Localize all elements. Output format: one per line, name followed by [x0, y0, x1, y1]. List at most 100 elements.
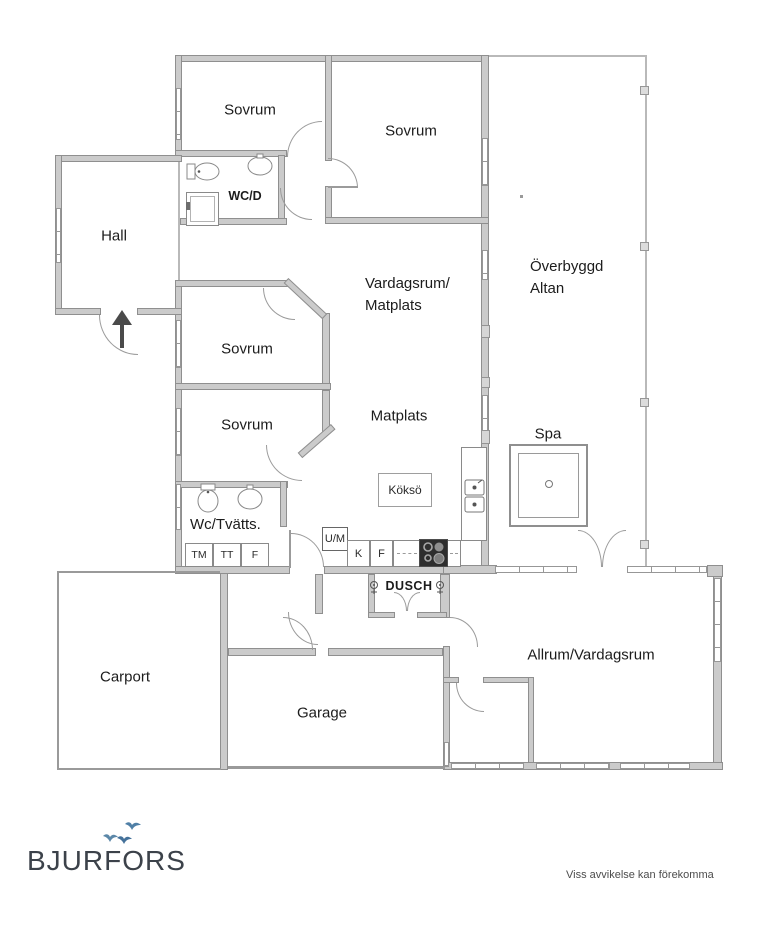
kitchen-freezer-label: F: [378, 547, 385, 560]
room-label-shower: DUSCH: [385, 579, 433, 593]
wall: [324, 566, 445, 574]
counter-segment: [393, 540, 421, 567]
terrace-door-arc: [578, 530, 602, 567]
wall: [55, 155, 182, 162]
carport-outline: [57, 571, 59, 770]
sink-icon: [237, 484, 263, 510]
room-label-bedroom4: Sovrum: [221, 416, 273, 434]
window: [56, 208, 61, 263]
window: [536, 763, 610, 769]
wall: [483, 677, 534, 683]
shower-door-arc: [407, 592, 420, 611]
room-label-family-room: Allrum/Vardagsrum: [527, 646, 655, 664]
wall: [528, 677, 534, 770]
room-label-hall: Hall: [101, 227, 127, 245]
disclaimer-text: Viss avvikelse kan förekomma: [566, 869, 714, 881]
room-label-covered-terrace-line2: Altan: [530, 280, 565, 297]
room-label-living-dining-line1: Vardagsrum/: [365, 275, 450, 292]
terrace-post: [640, 86, 649, 95]
opening-threshold: [178, 162, 180, 280]
window: [451, 763, 524, 769]
brand-logo: BJURFORS: [27, 845, 186, 876]
room-label-spa: Spa: [534, 425, 562, 443]
carport-outline: [57, 768, 221, 770]
shower-head-icon: [436, 581, 444, 594]
door-arc: [328, 158, 358, 188]
wall: [417, 612, 447, 618]
kitchen-freezer-box: F: [370, 540, 393, 567]
terrace-post: [640, 242, 649, 251]
room-label-covered-terrace: Överbyggd Altan: [530, 256, 603, 300]
wall: [55, 308, 101, 315]
room-label-dining: Matplats: [370, 407, 428, 425]
counter-segment: [447, 540, 461, 567]
window: [495, 566, 577, 573]
spa-tub: [509, 444, 588, 527]
window: [482, 395, 488, 433]
room-label-covered-terrace-line1: Överbyggd: [530, 258, 604, 275]
plan-mark: [520, 195, 523, 198]
wall: [175, 481, 288, 488]
shower-head-icon: [370, 581, 378, 594]
room-label-bedroom2: Sovrum: [385, 122, 437, 140]
laundry-freezer-label: F: [251, 549, 259, 561]
wall: [368, 612, 395, 618]
room-label-garage: Garage: [296, 704, 348, 722]
terrace-outline: [489, 55, 647, 57]
garage-outline: [228, 766, 445, 769]
dishwasher-box: U/M: [322, 527, 348, 551]
fridge-box: K: [347, 540, 370, 567]
wall: [328, 648, 443, 656]
window: [176, 408, 181, 456]
wall: [220, 573, 228, 770]
sink-icon: [247, 153, 273, 176]
door-leaf: [328, 186, 358, 188]
wall-nub: [481, 325, 490, 338]
window: [714, 578, 721, 662]
stove-hob-icon: [419, 539, 448, 567]
wall: [315, 574, 323, 614]
wall: [325, 217, 489, 224]
window: [444, 742, 449, 767]
shower-door-arc: [394, 592, 407, 611]
carport-outline: [57, 571, 220, 573]
door-arc: [266, 445, 302, 481]
kitchen-sink-icon: [464, 479, 485, 513]
window: [627, 566, 707, 573]
kitchen-island-box: Köksö: [378, 473, 432, 507]
wall: [322, 313, 330, 386]
window: [176, 88, 181, 140]
door-arc: [450, 617, 478, 647]
bjurfors-birds-icon: [103, 822, 141, 844]
door-arc: [263, 288, 295, 320]
tumble-dryer-box: TT: [213, 543, 241, 567]
door-leaf: [289, 530, 291, 568]
wall-nub: [481, 430, 490, 444]
room-label-wc-shower: WC/D: [228, 189, 262, 203]
wall-diagonal: [297, 423, 336, 459]
window: [176, 484, 181, 530]
fridge-label: K: [354, 547, 363, 560]
wall: [175, 280, 288, 287]
washing-machine-box: TM: [185, 543, 213, 567]
room-label-living-dining-line2: Matplats: [365, 297, 422, 314]
room-label-wc-laundry: Wc/Tvätts.: [190, 516, 261, 533]
door-arc: [456, 683, 484, 712]
wall: [280, 481, 287, 527]
room-label-bedroom3: Sovrum: [221, 340, 273, 358]
window: [482, 250, 488, 280]
wall: [180, 218, 287, 225]
wall: [325, 55, 332, 161]
entrance-arrow-stem: [120, 324, 124, 348]
terrace-post: [640, 540, 649, 549]
door-arc: [287, 121, 322, 157]
toilet-icon: [186, 162, 220, 181]
terrace-post: [640, 398, 649, 407]
room-label-carport: Carport: [99, 668, 151, 686]
terrace-door-arc: [602, 530, 626, 567]
dishwasher-label: U/M: [324, 533, 346, 545]
tumble-dryer-label: TT: [220, 549, 234, 561]
room-label-bedroom1: Sovrum: [224, 101, 276, 119]
terrace-outline: [645, 55, 647, 567]
